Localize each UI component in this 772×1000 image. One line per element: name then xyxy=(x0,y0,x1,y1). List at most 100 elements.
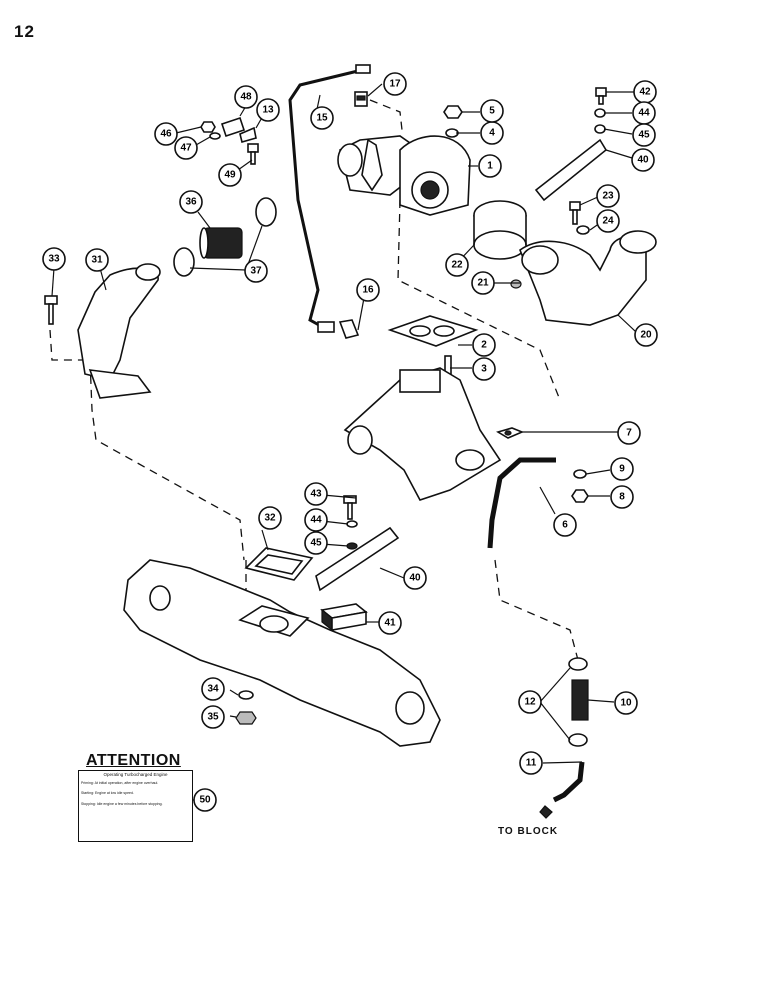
callout-label: 7 xyxy=(626,428,632,439)
washer-9 xyxy=(573,469,587,479)
washer-47 xyxy=(209,132,221,140)
callout-label: 45 xyxy=(638,130,650,141)
callout-label: 45 xyxy=(310,538,322,549)
callout: 42 xyxy=(633,80,657,104)
callout: 40 xyxy=(403,566,427,590)
callout: 2 xyxy=(472,333,496,357)
callout-label: 41 xyxy=(384,618,396,629)
exhaust-manifold xyxy=(123,559,441,747)
callout-label: 40 xyxy=(637,155,649,166)
callout: 24 xyxy=(596,209,620,233)
washer-45-top xyxy=(594,124,606,134)
callout-label: 31 xyxy=(91,255,103,266)
gasket-32 xyxy=(244,547,314,581)
washer-44-lower xyxy=(346,520,358,528)
callout-label: 5 xyxy=(489,106,495,117)
callout: 31 xyxy=(85,248,109,272)
callout: 6 xyxy=(553,513,577,537)
attention-line: Starting: Engine at low idle speed. xyxy=(81,791,134,795)
spacer-41 xyxy=(320,603,368,632)
nut-8 xyxy=(571,489,589,503)
callout: 37 xyxy=(244,259,268,283)
clamp-12-bottom xyxy=(568,733,588,747)
callout-label: 49 xyxy=(224,170,236,181)
tube-fitting-top xyxy=(355,64,371,74)
callout: 33 xyxy=(42,247,66,271)
callout-label: 32 xyxy=(264,513,276,524)
elbow-31 xyxy=(77,263,161,399)
callout-label: 37 xyxy=(250,266,262,277)
callout-label: 44 xyxy=(310,515,322,526)
callout: 36 xyxy=(179,190,203,214)
callout: 21 xyxy=(471,271,495,295)
nut-5 xyxy=(443,105,463,119)
oil-supply-tube xyxy=(288,68,363,332)
callout: 49 xyxy=(218,163,242,187)
callout-label: 43 xyxy=(310,489,322,500)
bracket-48 xyxy=(220,116,246,138)
callout: 23 xyxy=(596,184,620,208)
callout-label: 16 xyxy=(362,285,374,296)
assembly-line-drain-tube xyxy=(494,559,579,661)
callout: 9 xyxy=(610,457,634,481)
tube-fitting-bottom xyxy=(317,321,335,333)
clamp-22 xyxy=(473,200,527,260)
callout-label: 12 xyxy=(524,697,536,708)
fitting-16 xyxy=(338,319,360,339)
callout: 4 xyxy=(480,121,504,145)
callout-label: 17 xyxy=(389,79,401,90)
callout-label: 50 xyxy=(199,795,211,806)
callout: 50 xyxy=(193,788,217,812)
attention-line: Priming: At initial operation, after eng… xyxy=(81,780,159,785)
outlet-elbow xyxy=(519,230,657,326)
assembly-line-turbo-to-elbow xyxy=(397,199,561,401)
callout-label: 8 xyxy=(619,492,625,503)
callout-label: 6 xyxy=(562,520,568,531)
elbow-11 xyxy=(552,761,585,803)
turbocharger xyxy=(337,135,471,216)
callout: 22 xyxy=(445,253,469,277)
callout: 47 xyxy=(174,136,198,160)
bolt-42 xyxy=(595,87,607,105)
attention-title: ATTENTION xyxy=(86,752,181,769)
callout: 40 xyxy=(631,148,655,172)
drain-tube-6 xyxy=(487,457,556,549)
callout: 11 xyxy=(519,751,543,775)
to-block-arrow xyxy=(539,805,553,819)
clamp-37-left xyxy=(173,247,195,277)
callout-label: 48 xyxy=(240,92,252,103)
callout: 45 xyxy=(304,531,328,555)
callout: 44 xyxy=(304,508,328,532)
callout-label: 13 xyxy=(262,105,274,116)
callout-label: 33 xyxy=(48,254,60,265)
clamp-12-top xyxy=(568,657,588,671)
assembly-line-elbow-to-manifold xyxy=(49,329,245,561)
callout-label: 42 xyxy=(639,87,651,98)
clip-13 xyxy=(239,126,257,143)
leader-lines xyxy=(51,83,637,801)
page-number: 12 xyxy=(14,22,35,41)
callout-label: 22 xyxy=(451,260,463,271)
plug-21 xyxy=(510,279,522,289)
bracket-lower xyxy=(315,526,400,592)
hose-10 xyxy=(571,679,589,721)
callout: 43 xyxy=(304,482,328,506)
callout: 7 xyxy=(617,421,641,445)
callout: 45 xyxy=(632,123,656,147)
to-block-label: TO BLOCK xyxy=(498,826,559,837)
callout: 44 xyxy=(632,101,656,125)
assembly-line-oil-feed xyxy=(369,99,403,131)
callout-label: 40 xyxy=(409,573,421,584)
callout-label: 4 xyxy=(489,128,495,139)
callout-label: 34 xyxy=(207,684,219,695)
callout-label: 44 xyxy=(638,108,650,119)
callout: 10 xyxy=(614,691,638,715)
callout-label: 3 xyxy=(481,364,487,375)
attention-plate: Operating Turbocharged Engine Priming: A… xyxy=(78,770,193,842)
callout-label: 46 xyxy=(160,129,172,140)
gasket-2 xyxy=(387,315,479,347)
callout: 48 xyxy=(234,85,258,109)
callout: 20 xyxy=(634,323,658,347)
callout-label: 9 xyxy=(619,464,625,475)
